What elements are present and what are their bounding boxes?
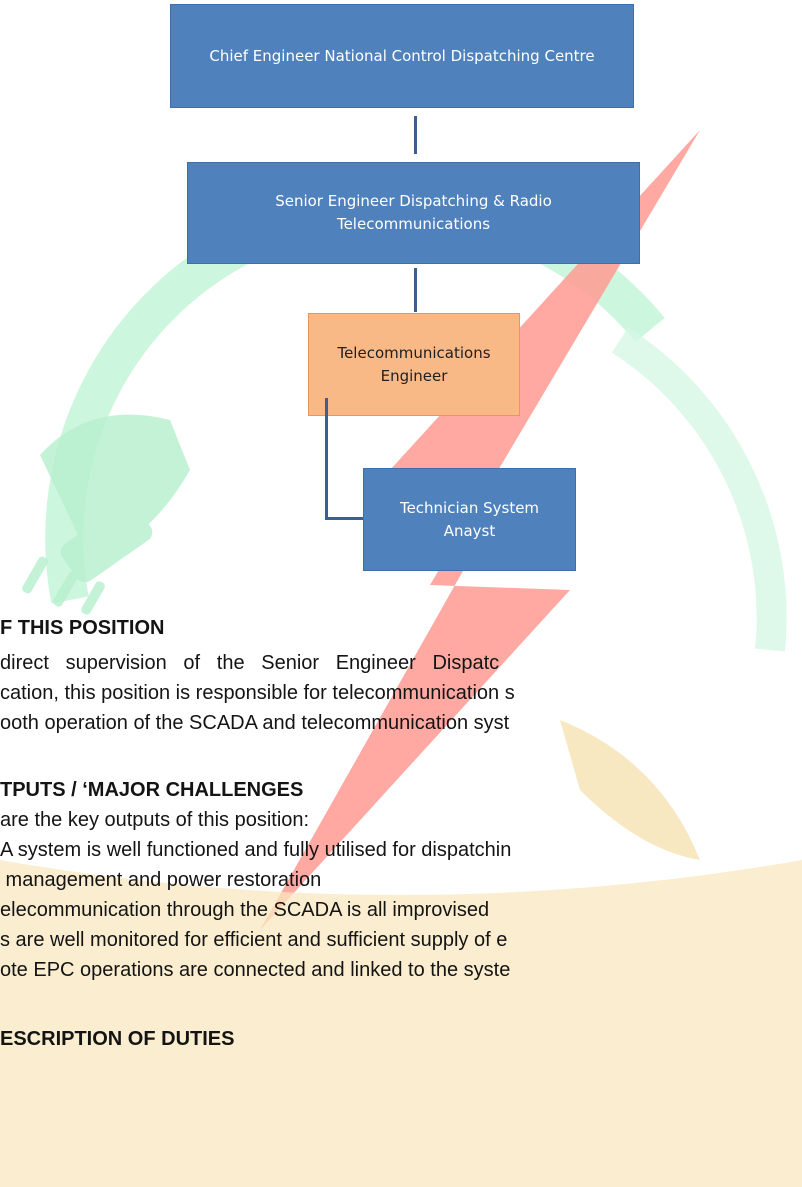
output-item-1-cont: management and power restoration	[0, 869, 322, 891]
watermark-plug-icon	[22, 414, 190, 615]
telecom-engineer-box: Telecommunications Engineer	[308, 313, 520, 416]
section-purpose-heading: F THIS POSITION	[0, 617, 165, 639]
output-item-4: ote EPC operations are connected and lin…	[0, 959, 511, 981]
output-item-1: A system is well functioned and fully ut…	[0, 839, 512, 861]
purpose-line-3: ooth operation of the SCADA and telecomm…	[0, 712, 510, 734]
technician-box: Technician System Anayst	[363, 468, 576, 571]
watermark-gold-crest	[560, 720, 700, 860]
watermark-green-ring-right	[611, 327, 787, 652]
output-item-2: elecommunication through the SCADA is al…	[0, 899, 490, 921]
senior-engineer-label: Senior Engineer Dispatching & Radio Tele…	[275, 192, 552, 233]
outputs-intro: are the key outputs of this position:	[0, 809, 310, 831]
output-item-3: s are well monitored for efficient and s…	[0, 929, 508, 951]
watermark-gold-band	[0, 860, 802, 1187]
section-outputs-heading: TPUTS / ‘MAJOR CHALLENGES	[0, 779, 304, 801]
connector-senior-to-telecom	[414, 268, 417, 312]
connector-telecom-to-technician-vertical	[325, 398, 328, 520]
chief-engineer-box: Chief Engineer National Control Dispatch…	[170, 4, 634, 108]
chief-engineer-label: Chief Engineer National Control Dispatch…	[209, 46, 595, 65]
senior-engineer-box: Senior Engineer Dispatching & Radio Tele…	[187, 162, 640, 264]
purpose-line-2: cation, this position is responsible for…	[0, 682, 515, 704]
purpose-line-1: direct supervision of the Senior Enginee…	[0, 652, 500, 674]
technician-label: Technician System Anayst	[399, 498, 540, 540]
section-duties-heading: ESCRIPTION OF DUTIES	[0, 1028, 235, 1050]
telecom-engineer-label: Telecommunications Engineer	[337, 343, 491, 385]
connector-telecom-to-technician-horizontal	[325, 517, 365, 520]
connector-chief-to-senior	[414, 116, 417, 154]
